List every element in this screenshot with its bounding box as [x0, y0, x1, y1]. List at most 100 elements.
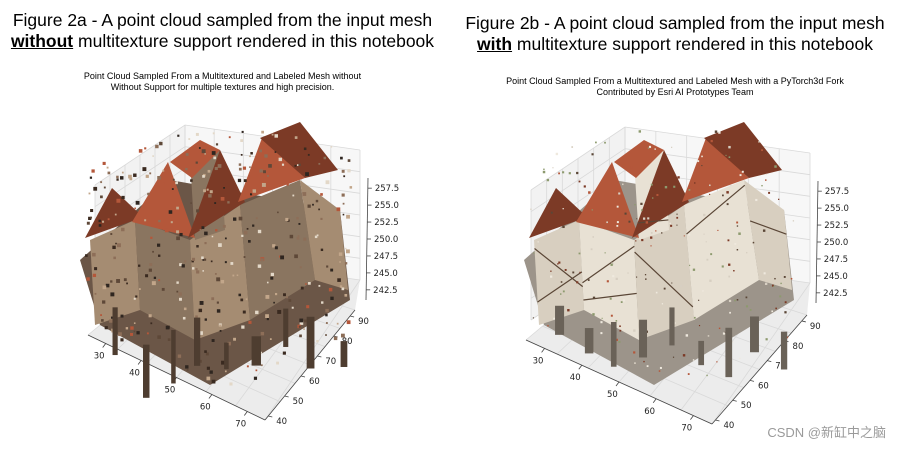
cloud-point — [91, 169, 95, 173]
cloud-point — [347, 159, 351, 162]
cloud-point — [305, 172, 309, 177]
cloud-point — [138, 288, 141, 290]
cloud-point — [185, 167, 188, 171]
cloud-point — [243, 256, 246, 258]
cloud-point — [685, 334, 689, 337]
cloud-point — [202, 259, 205, 261]
cloud-point — [672, 356, 675, 358]
cloud-point — [195, 132, 199, 136]
cloud-point — [238, 216, 243, 221]
cloud-point — [705, 241, 707, 243]
cloud-point — [771, 284, 774, 287]
cloud-fragment — [340, 341, 348, 367]
cloud-point — [559, 293, 562, 295]
cloud-point — [761, 184, 763, 187]
cloud-point — [195, 161, 198, 164]
cloud-point — [765, 179, 767, 181]
cloud-point — [176, 230, 179, 234]
cloud-point — [222, 224, 226, 228]
cloud-point — [738, 232, 741, 235]
cloud-point — [294, 136, 298, 139]
cloud-point — [728, 156, 731, 158]
cloud-point — [158, 279, 161, 282]
cloud-point — [328, 287, 333, 292]
cloud-point — [341, 193, 345, 197]
cloud-point — [224, 370, 227, 373]
cloud-point — [114, 213, 117, 216]
cloud-point — [615, 277, 618, 280]
cloud-fragment — [283, 308, 289, 347]
roof-face — [682, 138, 749, 202]
cloud-point — [676, 216, 679, 219]
cloud-point — [683, 235, 685, 237]
caption-line-1: Figure 2a - A point cloud sampled from t… — [12, 10, 433, 30]
cloud-point — [726, 203, 729, 206]
cloud-point — [109, 319, 113, 323]
cloud-point — [104, 326, 108, 330]
cloud-point — [266, 281, 269, 284]
cloud-point — [721, 265, 724, 268]
cloud-point — [216, 277, 221, 282]
cloud-point — [749, 309, 752, 311]
z-tick-label: 242.5 — [823, 289, 847, 299]
cloud-point — [676, 213, 678, 215]
cloud-point — [318, 284, 321, 287]
cloud-point — [216, 309, 221, 313]
cloud-point — [784, 301, 787, 304]
cloud-point — [604, 252, 606, 254]
cloud-point — [110, 280, 113, 283]
cloud-point — [185, 365, 189, 369]
cloud-point — [323, 156, 327, 160]
cloud-point — [718, 327, 721, 330]
z-tick-label: 245.0 — [823, 272, 847, 282]
cloud-point — [176, 206, 179, 210]
cloud-point — [296, 164, 299, 167]
timber-beam — [634, 251, 694, 308]
cloud-point — [259, 351, 263, 354]
cloud-point — [714, 130, 718, 133]
cloud-point — [606, 221, 608, 224]
cloud-point — [260, 258, 264, 262]
cloud-point — [314, 235, 318, 239]
cloud-point — [133, 322, 136, 324]
cloud-point — [340, 156, 343, 160]
cloud-point — [278, 157, 283, 162]
x-tick-mark — [652, 398, 657, 404]
cloud-point — [755, 198, 758, 202]
roof-face — [238, 138, 305, 202]
cloud-point — [277, 309, 282, 314]
cloud-point — [661, 232, 663, 234]
cloud-point — [553, 317, 555, 320]
cloud-point — [299, 266, 302, 269]
cloud-point — [601, 317, 603, 319]
cloud-point — [209, 370, 213, 374]
cloud-point — [550, 275, 553, 278]
x-tick-mark — [615, 381, 620, 387]
cloud-fragment — [112, 307, 118, 356]
cloud-point — [339, 261, 341, 263]
cloud-point — [243, 179, 247, 183]
cloud-point — [241, 234, 244, 237]
cloud-point — [592, 296, 596, 299]
cloud-point — [155, 144, 159, 149]
timber-beam — [686, 184, 746, 235]
x-tick-label: 30 — [94, 352, 105, 362]
cloud-fragment — [750, 316, 759, 353]
cloud-point — [110, 233, 113, 235]
cloud-point — [780, 282, 782, 285]
cloud-point — [661, 303, 664, 305]
cloud-point — [112, 245, 116, 250]
cloud-point — [229, 382, 233, 386]
cloud-point — [261, 130, 264, 134]
cloud-point — [191, 257, 196, 261]
cloud-point — [101, 319, 104, 322]
cloud-point — [579, 271, 581, 274]
cloud-point — [212, 132, 215, 135]
cloud-point — [176, 281, 179, 284]
cloud-point — [86, 277, 90, 281]
x-tick-mark — [137, 360, 142, 365]
cloud-point — [634, 204, 636, 206]
cloud-point — [342, 202, 345, 205]
cloud-point — [658, 370, 661, 372]
cloud-point — [342, 213, 345, 216]
